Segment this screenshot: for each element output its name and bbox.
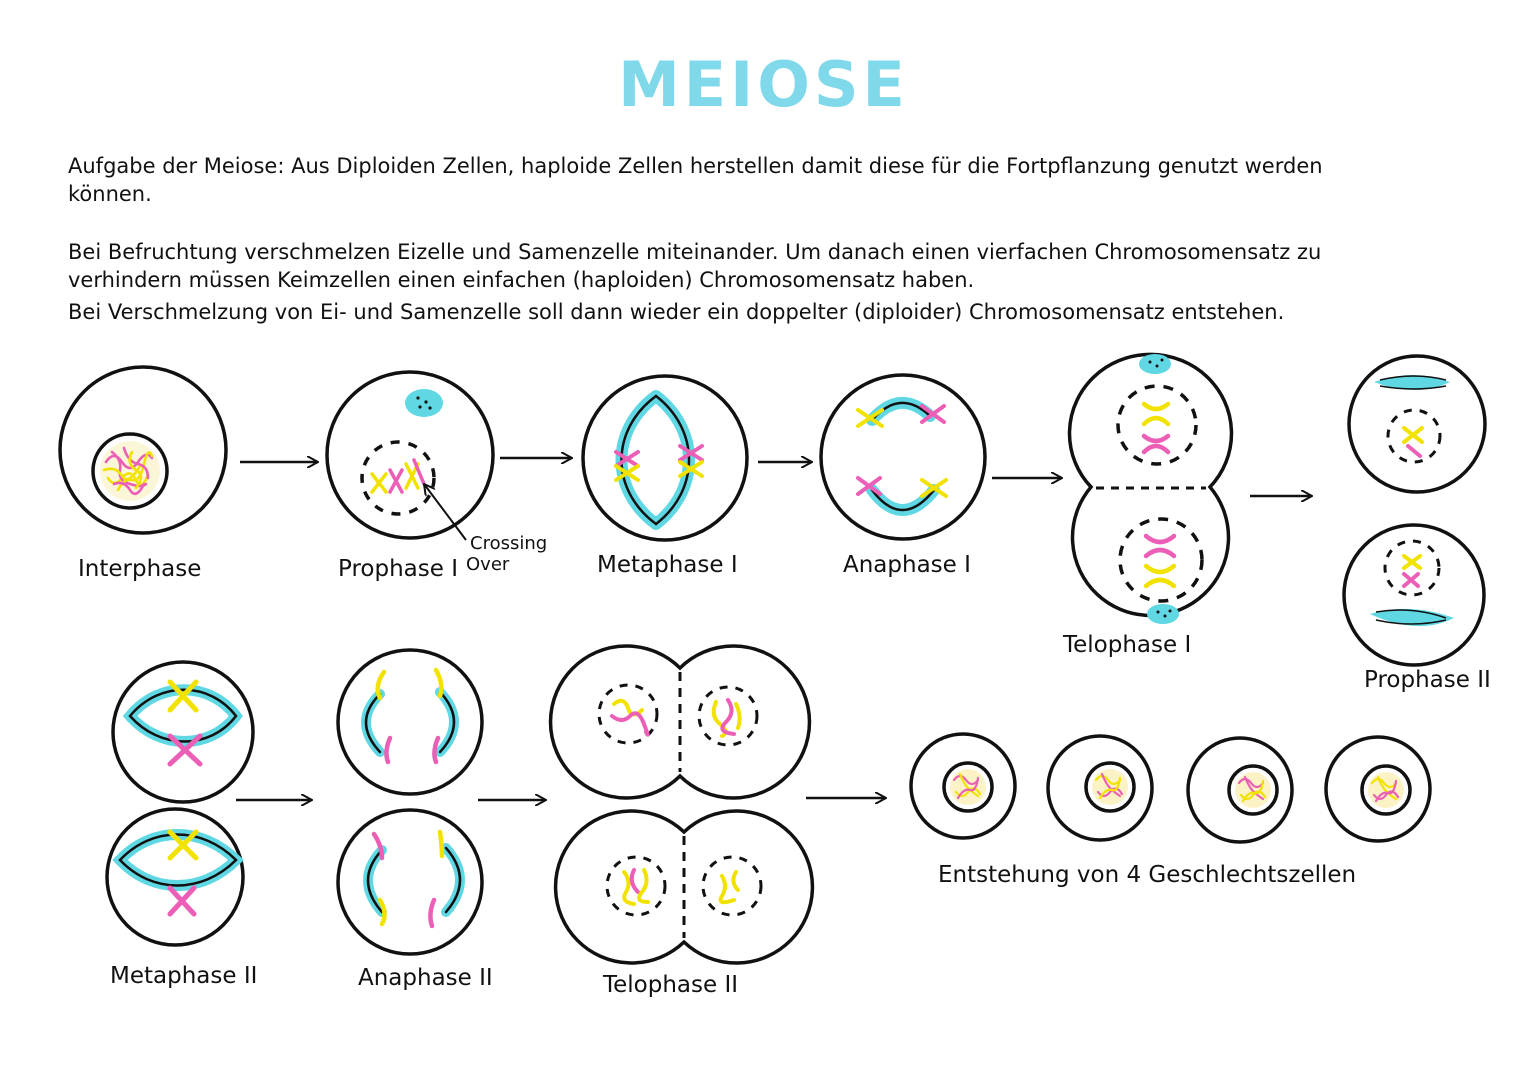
anaphase-2-cell-bottom [336, 808, 484, 956]
intro-line-1: Aufgabe der Meiose: Aus Diploiden Zellen… [68, 154, 1323, 178]
anaphase-1-cell [819, 373, 987, 541]
label-over: Over [466, 554, 510, 575]
page-title: MEIOSE [618, 48, 909, 121]
intro-line-2: können. [68, 182, 152, 206]
telophase-2-cell-bottom [553, 809, 815, 965]
anaphase-2-cell-top [336, 648, 484, 796]
crossing-over-pointer [424, 484, 467, 541]
telophase-2-cell-top [548, 644, 812, 800]
nuclear-envelope-dissolving [360, 440, 436, 516]
interphase-cell [58, 365, 228, 535]
prophase-2-cell-top [1347, 354, 1487, 494]
metaphase-2-cell-top [111, 660, 255, 804]
intro-line-5: Bei Verschmelzung von Ei- und Samenzelle… [68, 300, 1285, 324]
centrosome [405, 389, 443, 417]
label-anaphase-2: Anaphase II [358, 965, 493, 991]
label-prophase-1: Prophase I [338, 556, 458, 582]
label-crossing: Crossing [470, 533, 547, 554]
label-anaphase-1: Anaphase I [843, 552, 971, 578]
chromatin-tangle [102, 446, 154, 496]
label-metaphase-1: Metaphase I [597, 552, 738, 578]
label-prophase-2: Prophase II [1364, 667, 1491, 693]
prophase-2-cell-bottom [1342, 523, 1486, 667]
prophase-1-cell [325, 370, 495, 541]
label-interphase: Interphase [78, 556, 201, 582]
label-metaphase-2: Metaphase II [110, 963, 257, 989]
gamete-cell-1 [909, 732, 1017, 840]
label-result: Entstehung von 4 Geschlechtszellen [938, 862, 1356, 888]
metaphase-1-cell [581, 374, 749, 542]
intro-line-4: verhindern müssen Keimzellen einen einfa… [68, 268, 975, 292]
intro-line-3: Bei Befruchtung verschmelzen Eizelle und… [68, 240, 1322, 264]
gamete-cell-4 [1324, 735, 1432, 843]
metaphase-2-cell-bottom [105, 807, 245, 947]
label-telophase-1: Telophase I [1062, 632, 1191, 658]
telophase-1-cell [1067, 352, 1234, 624]
gamete-cell-3 [1186, 736, 1294, 844]
label-telophase-2: Telophase II [602, 972, 738, 998]
gamete-cell-2 [1046, 734, 1154, 842]
